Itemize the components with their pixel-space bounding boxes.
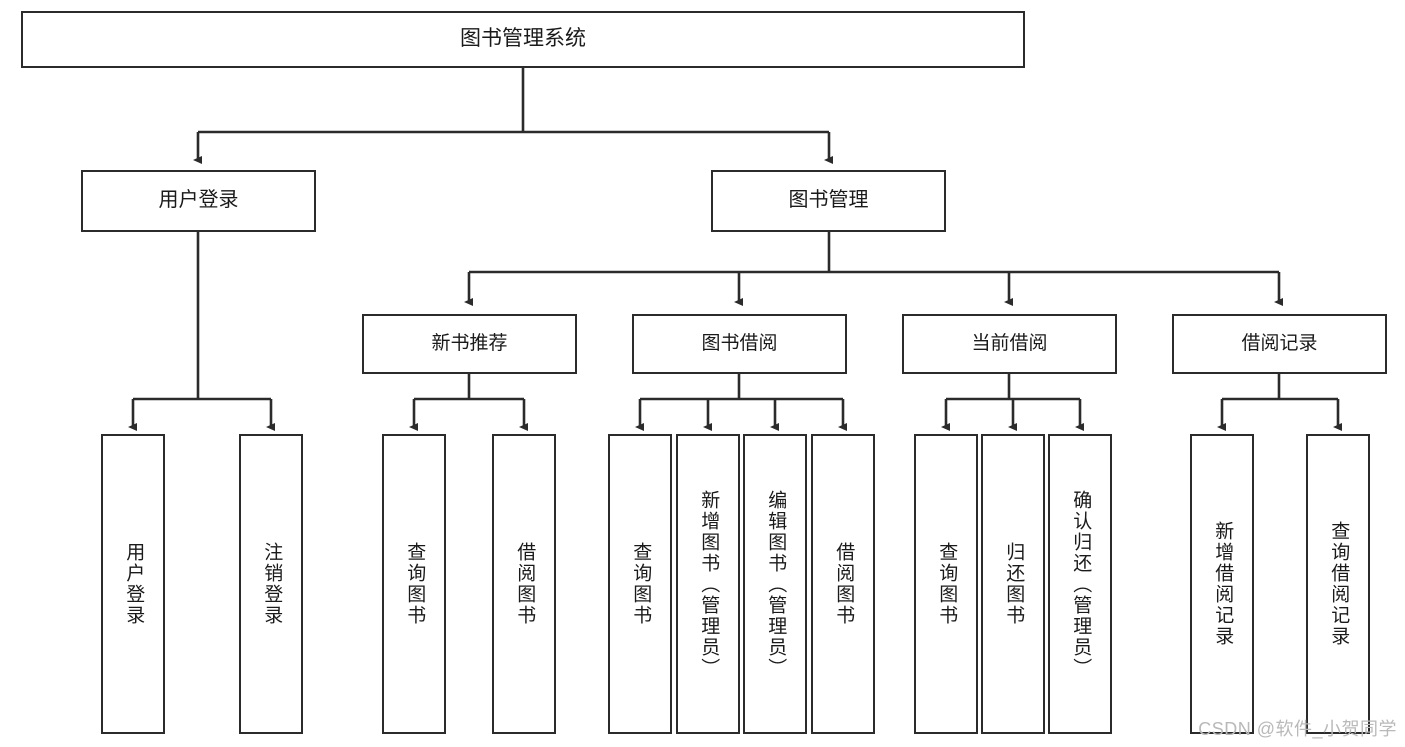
node-label: 借阅记录 [1241,332,1318,354]
node-user-login[interactable]: 用户登录 [81,170,316,232]
leaf-new-book-borrow[interactable]: 借阅图书 [492,434,556,734]
node-label: 编辑图书（管理员） [765,489,787,679]
leaf-borrow-query-book[interactable]: 查询图书 [608,434,672,734]
csdn-watermark: CSDN @软件_小贺同学 [1198,719,1397,739]
leaf-borrow-borrow-book[interactable]: 借阅图书 [811,434,875,734]
leaf-new-book-query[interactable]: 查询图书 [382,434,446,734]
node-label: 新增借阅记录 [1212,521,1234,647]
node-label: 当前借阅 [971,332,1048,354]
node-label: 借阅图书 [514,542,536,626]
leaf-current-confirm-return[interactable]: 确认归还（管理员） [1048,434,1112,734]
node-new-book-recommend[interactable]: 新书推荐 [362,314,577,374]
node-label: 借阅图书 [833,542,855,626]
node-book-management[interactable]: 图书管理 [711,170,946,232]
node-label: 查询借阅记录 [1328,521,1350,647]
node-label: 新书推荐 [431,332,508,354]
node-label: 确认归还（管理员） [1070,489,1092,679]
node-label: 图书借阅 [701,332,778,354]
node-label: 用户登录 [158,189,239,212]
leaf-record-add[interactable]: 新增借阅记录 [1190,434,1254,734]
leaf-user-login-logout[interactable]: 注销登录 [239,434,303,734]
node-label: 查询图书 [404,542,426,626]
node-label: 归还图书 [1003,542,1025,626]
node-borrow-record[interactable]: 借阅记录 [1172,314,1387,374]
node-label: 查询图书 [630,542,652,626]
node-label: 新增图书（管理员） [698,489,720,679]
leaf-current-return-book[interactable]: 归还图书 [981,434,1045,734]
node-current-borrow[interactable]: 当前借阅 [902,314,1117,374]
leaf-record-query[interactable]: 查询借阅记录 [1306,434,1370,734]
node-label: 用户登录 [123,542,145,626]
node-book-management-system[interactable]: 图书管理系统 [21,11,1025,68]
leaf-current-query-book[interactable]: 查询图书 [914,434,978,734]
leaf-borrow-add-book[interactable]: 新增图书（管理员） [676,434,740,734]
node-label: 图书管理 [788,189,869,212]
leaf-borrow-edit-book[interactable]: 编辑图书（管理员） [743,434,807,734]
node-book-borrow[interactable]: 图书借阅 [632,314,847,374]
node-label: 查询图书 [936,542,958,626]
node-label: 图书管理系统 [460,27,586,51]
node-label: 注销登录 [261,542,283,626]
leaf-user-login-login[interactable]: 用户登录 [101,434,165,734]
